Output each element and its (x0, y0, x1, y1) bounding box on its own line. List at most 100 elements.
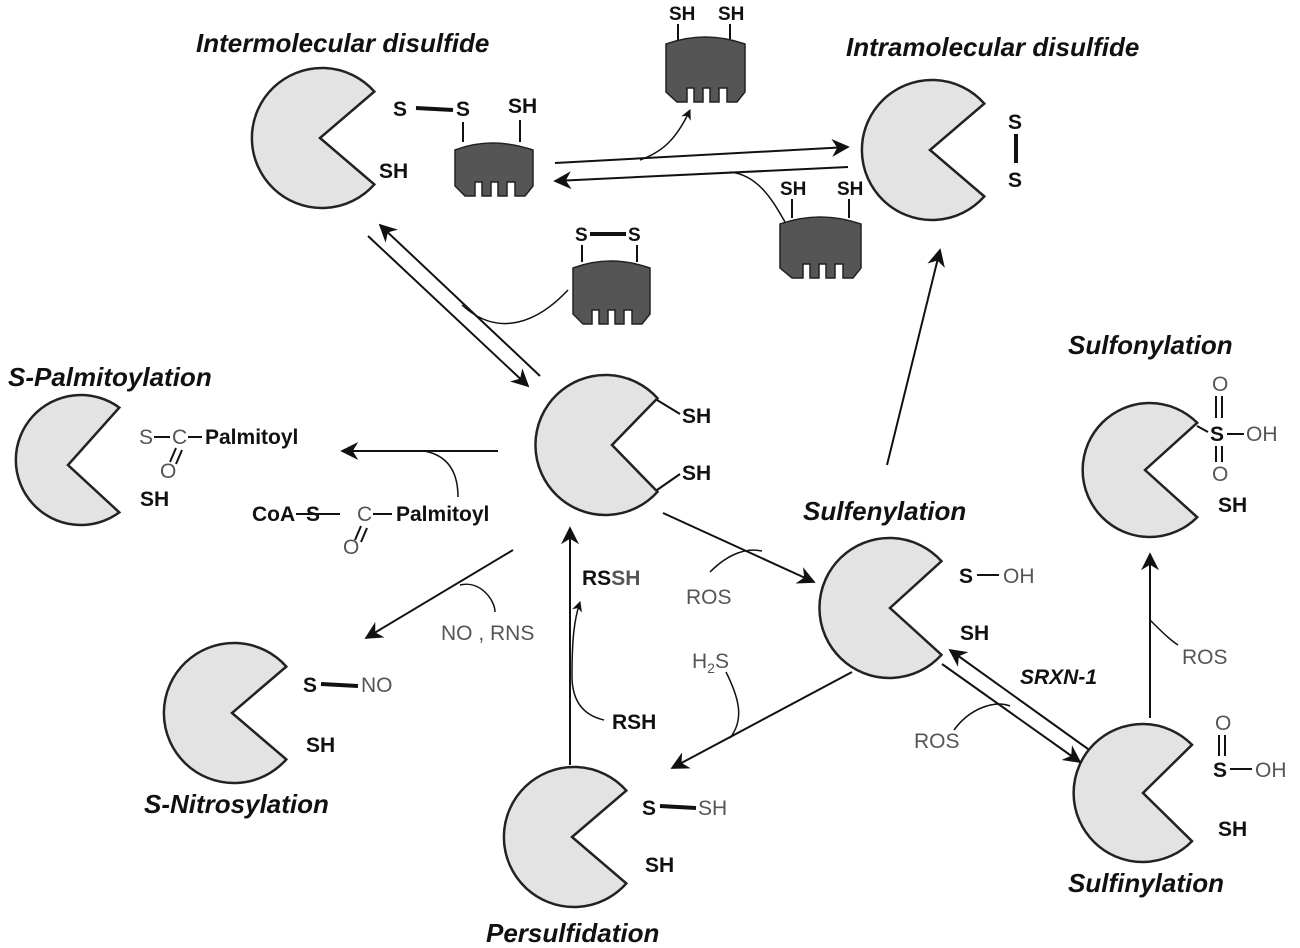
sulfinylated-protein: O S OH SH (1072, 712, 1287, 864)
reaction-arrow (670, 671, 853, 769)
palmitoyl-coa-curve (423, 450, 459, 498)
reduced-thioredoxin-top: SH SH (665, 4, 746, 103)
sulfur-label: S (303, 674, 317, 697)
hydroxyl-label: OH (1255, 759, 1287, 782)
intermolecular-protein: S S SH SH (250, 66, 537, 210)
reaction-arrow (367, 235, 530, 388)
sulfonylation-title: Sulfonylation (1068, 330, 1233, 360)
protein-shape (250, 66, 377, 210)
no-rns-label: NO , RNS (441, 622, 534, 645)
central-reduced-protein: SH SH (534, 373, 711, 517)
protein-shape (1072, 722, 1194, 864)
srxn-label: SRXN-1 (1020, 666, 1097, 689)
protein-shape (14, 393, 122, 527)
palmitoyl-label: Palmitoyl (396, 503, 489, 526)
reaction-arrow (553, 166, 849, 190)
thiol-label: SH (682, 405, 711, 428)
thioredoxin-icon (779, 216, 862, 279)
protein-shape (502, 765, 629, 909)
palmitoyl-label: Palmitoyl (205, 426, 298, 449)
carbon-label: C (172, 426, 187, 449)
hydroxyl-label: OH (1246, 423, 1278, 446)
protein-shape (860, 78, 987, 222)
thiol-label: SH (140, 488, 169, 511)
sulfur-label: S (1210, 423, 1224, 446)
rssh-label: RSSH (582, 567, 640, 590)
sulfur-label: S (628, 225, 641, 246)
sulfonylated-protein: O S OH O SH (1081, 373, 1278, 539)
sulfenylated-protein: S OH SH (818, 536, 1035, 680)
reaction-arrow (364, 549, 514, 639)
thiol-label: SH (306, 734, 335, 757)
oxidized-thioredoxin-curve (461, 289, 569, 325)
s-palmitoylation-title: S-Palmitoylation (8, 362, 212, 392)
reaction-arrow (948, 648, 1089, 750)
reaction-arrow (378, 223, 541, 377)
thiol-label: SH (682, 462, 711, 485)
h2s-curve (725, 671, 740, 739)
donor-curve (729, 171, 786, 223)
thiol-label: SH (837, 179, 863, 200)
nitroso-label: NO (361, 674, 393, 697)
rsh-curve (571, 675, 605, 721)
release-arrow (639, 109, 691, 161)
thiol-label: SH (669, 4, 695, 25)
sulfur-label: S (1008, 111, 1022, 134)
intramolecular-disulfide-title: Intramolecular disulfide (846, 32, 1139, 62)
thiol-label: SH (698, 797, 727, 820)
oxygen-label: O (343, 536, 359, 559)
intramolecular-protein: S S (860, 78, 1022, 222)
persulfidated-protein: S SH SH (502, 765, 727, 909)
sulfur-label: S (393, 98, 407, 121)
oxygen-label: O (160, 460, 176, 483)
ros-label: ROS (914, 730, 960, 753)
sulfur-label: S (959, 565, 973, 588)
reaction-arrow (554, 138, 850, 164)
intermolecular-disulfide-title: Intermolecular disulfide (196, 28, 489, 58)
oxygen-label: O (1215, 712, 1231, 735)
ros-label: ROS (686, 586, 732, 609)
sulfur-label: S (139, 426, 153, 449)
ros-curve (953, 703, 1011, 731)
reduced-thioredoxin-right: SH SH (779, 179, 863, 279)
nitrosylated-protein: S NO SH (162, 641, 393, 785)
disulfide-bond (415, 106, 454, 112)
thiol-label: SH (1218, 494, 1247, 517)
thiol-label: SH (508, 95, 537, 118)
rsh-label: RSH (612, 711, 656, 734)
thioredoxin-icon (454, 142, 534, 197)
palmitoyl-coa-reagent: CoA S C Palmitoyl O (252, 503, 489, 559)
reaction-arrow (886, 248, 945, 466)
protein-shape (534, 373, 660, 517)
h2s-label: H2S (692, 650, 729, 676)
sulfur-label: S (1008, 169, 1022, 192)
sulfenylation-title: Sulfenylation (803, 496, 966, 526)
thiol-label: SH (780, 179, 806, 200)
protein-shape (162, 641, 289, 785)
ros-curve (709, 549, 763, 573)
s-nitrosylation-title: S-Nitrosylation (144, 789, 329, 819)
protein-shape (818, 536, 944, 680)
sulfur-label: S (575, 225, 588, 246)
sulfur-label: S (306, 503, 320, 526)
thiol-label: SH (718, 4, 744, 25)
sulfur-label: S (456, 98, 470, 121)
no-curve (459, 583, 496, 613)
sulfur-label: S (642, 797, 656, 820)
carbon-label: C (357, 503, 372, 526)
persulfidation-title: Persulfidation (486, 918, 659, 948)
oxidized-thioredoxin: S S (572, 225, 651, 325)
coa-label: CoA (252, 503, 295, 526)
palmitoylated-protein: S C Palmitoyl O SH (14, 393, 298, 527)
thiol-label: SH (645, 854, 674, 877)
sulfinylation-title: Sulfinylation (1068, 868, 1224, 898)
thioredoxin-icon (572, 260, 651, 325)
thioredoxin-icon (665, 36, 746, 103)
oxygen-label: O (1212, 463, 1228, 486)
hydroxyl-label: OH (1003, 565, 1035, 588)
thiol-label: SH (960, 622, 989, 645)
ros-curve (1149, 619, 1179, 646)
reaction-arrow (941, 663, 1082, 764)
rssh-release-arrow (571, 601, 582, 677)
